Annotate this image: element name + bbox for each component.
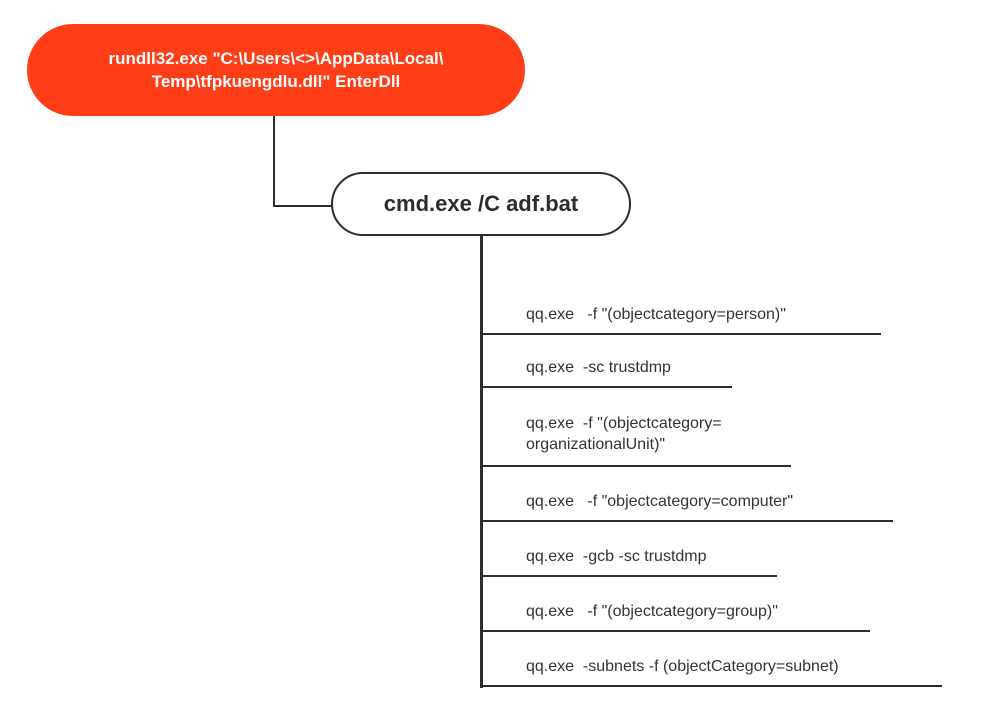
command-underline xyxy=(480,386,732,388)
command-underline xyxy=(480,465,791,467)
root-process-node: rundll32.exe "C:\Users\<>\AppData\Local\… xyxy=(27,24,525,116)
command-label: qq.exe -sc trustdmp xyxy=(526,359,671,376)
command-label: qq.exe -f "(objectcategory=group)" xyxy=(526,603,778,620)
command-underline xyxy=(480,575,777,577)
command-label: qq.exe -gcb -sc trustdmp xyxy=(526,548,707,565)
command-label: qq.exe -f "objectcategory=computer" xyxy=(526,493,794,510)
connector-root-vertical xyxy=(273,116,275,207)
command-underline xyxy=(480,685,942,687)
command-underline xyxy=(480,630,870,632)
trunk-line xyxy=(480,236,483,688)
root-process-label: rundll32.exe "C:\Users\<>\AppData\Local\… xyxy=(108,49,444,91)
cmd-process-label: cmd.exe /C adf.bat xyxy=(383,191,579,216)
command-label: qq.exe -subnets -f (objectCategory=subne… xyxy=(526,658,839,675)
cmd-process-node: cmd.exe /C adf.bat xyxy=(331,172,631,236)
command-underline xyxy=(480,333,881,335)
command-label: qq.exe -f "(objectcategory=person)" xyxy=(526,306,786,323)
command-label: qq.exe -f "(objectcategory= organization… xyxy=(526,415,722,453)
command-underline xyxy=(480,520,893,522)
connector-root-horizontal xyxy=(273,205,332,207)
